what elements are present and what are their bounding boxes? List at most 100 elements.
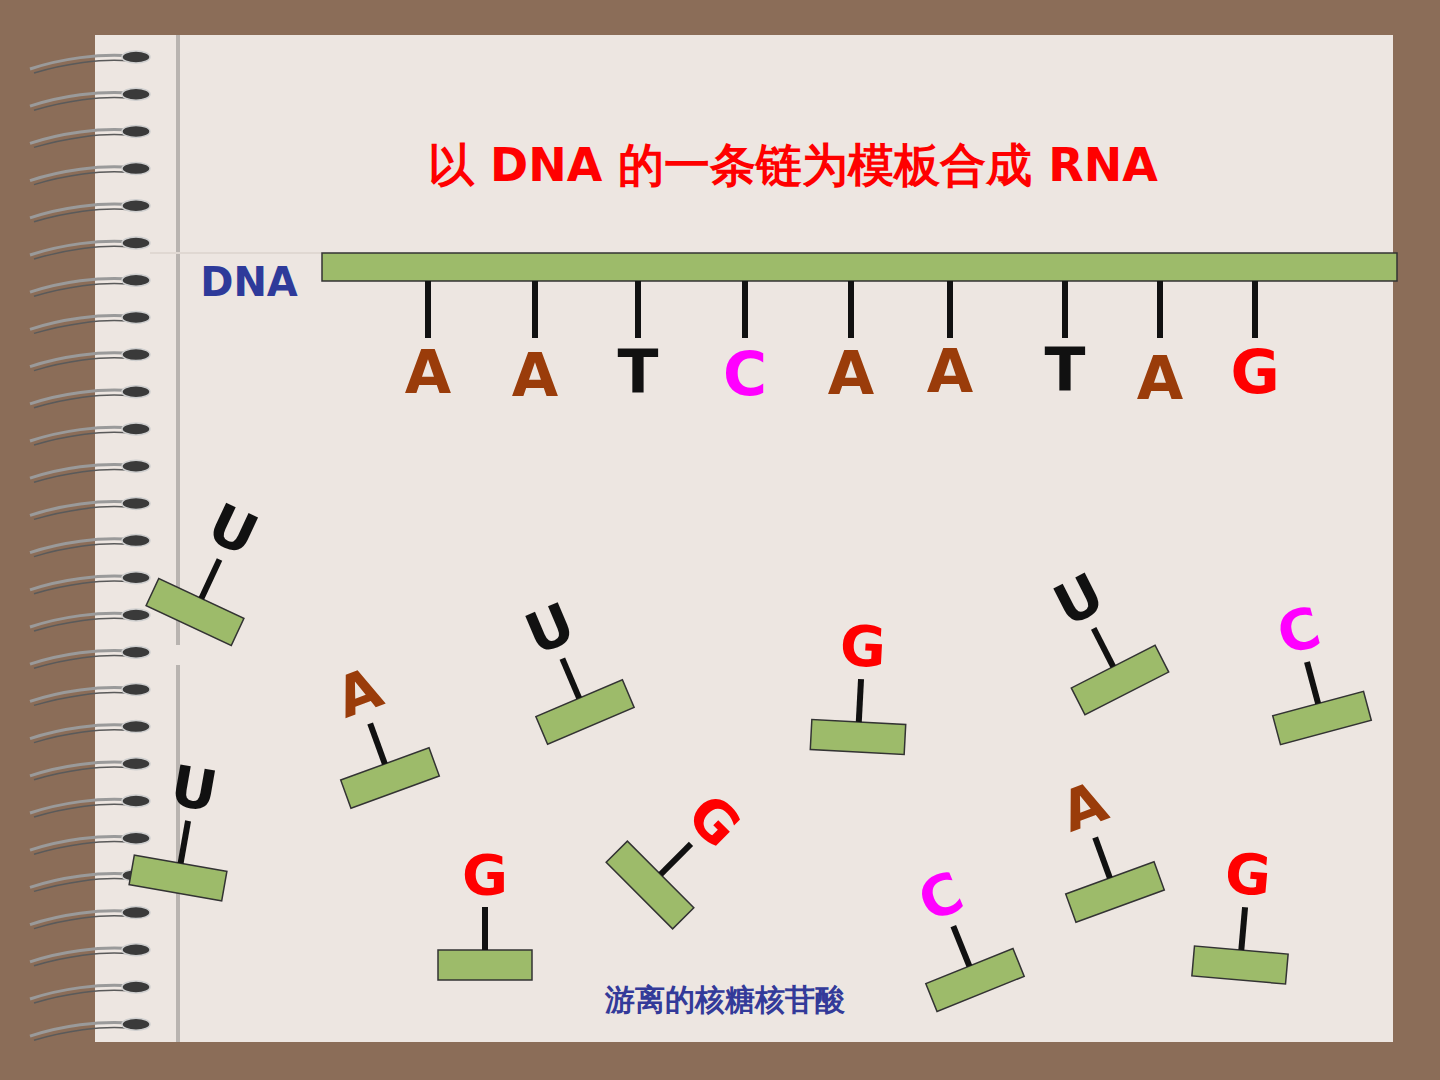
spiral-binding [30,51,150,1040]
spiral-wire [34,432,130,445]
binding-hole [122,460,150,472]
base-stem [1241,907,1245,950]
spiral-wire [34,246,130,259]
spiral-wire [34,953,130,966]
spiral-wire [34,283,130,296]
spiral-wire [34,209,130,222]
free-nucleotide [910,909,1025,1012]
base-stem [370,723,385,763]
base-stem [1157,281,1163,338]
spiral-wire [34,804,130,817]
spiral-wire [34,358,130,371]
base-stem [742,281,748,338]
base-stem [1307,662,1318,704]
ribose-phosphate [926,948,1024,1011]
nucleotide-base: G [462,847,508,903]
base-stem [947,281,953,338]
binding-hole [122,572,150,584]
ribose-phosphate [1273,691,1372,744]
paper-rule [150,252,322,254]
free-nucleotide [326,707,439,808]
dna-base: T [1045,340,1086,400]
spiral-wire [34,321,130,334]
base-stem [482,907,488,950]
spiral-wire [34,730,130,743]
spiral-wire [34,469,130,482]
ribose-phosphate [810,720,905,755]
dna-base: T [618,342,659,402]
spiral-wire [34,135,130,148]
spiral-wire [34,841,130,854]
dna-base: A [1137,348,1183,408]
ribose-phosphate [438,950,532,980]
spiral-wire [34,60,130,73]
binding-hole [122,609,150,621]
ribose-phosphate [536,680,634,744]
spiral-wire [34,618,130,631]
spiral-wire [34,767,130,780]
free-nucleotide [1192,903,1292,984]
ribose-phosphate [606,841,694,929]
dna-base: A [927,341,973,401]
nucleotide-base: U [166,758,221,821]
spiral-wire [34,544,130,557]
spiral-wire [34,990,130,1003]
margin-line [176,35,180,645]
binding-hole [122,832,150,844]
base-stem [425,281,431,338]
spiral-wire [34,693,130,706]
binding-hole [122,981,150,993]
paper-sheet [95,35,1393,1042]
base-stem [859,679,861,722]
strand-label: DNA [200,262,298,302]
ribose-phosphate [1192,946,1288,984]
ribose-phosphate [1071,645,1168,714]
ribose-phosphate [341,748,440,808]
binding-hole [122,721,150,733]
spiral-wire [34,172,130,185]
ribose-phosphate [1066,862,1165,922]
base-stem [661,844,691,874]
ribose-phosphate [146,579,244,646]
free-nucleotide [1262,650,1372,745]
binding-hole [122,944,150,956]
base-stem [848,281,854,338]
spiral-wire [34,879,130,892]
binding-hole [122,274,150,286]
binding-hole [122,646,150,658]
base-stem [1062,281,1068,338]
binding-hole [122,795,150,807]
binding-hole [122,237,150,249]
dna-base: C [723,344,767,404]
binding-hole [122,758,150,770]
binding-hole [122,386,150,398]
spiral-wire [34,1027,130,1040]
binding-hole [122,535,150,547]
spiral-wire [34,581,130,594]
free-nucleotide [129,813,234,901]
spiral-wire [34,97,130,110]
free-nucleotide [1051,821,1164,922]
binding-hole [122,1018,150,1030]
dna-backbone [322,253,1397,281]
base-stem [201,559,219,598]
binding-hole [122,163,150,175]
binding-hole [122,497,150,509]
free-nucleotide [438,907,532,980]
nucleotide-base: G [1223,845,1274,905]
base-stem [562,659,579,699]
slide-title: 以 DNA 的一条链为模板合成 RNA [428,142,1158,188]
spiral-wire [34,507,130,520]
binding-hole [122,51,150,63]
binding-hole [122,683,150,695]
base-stem [1095,837,1110,877]
binding-hole [122,907,150,919]
binding-hole [122,125,150,137]
dna-base: G [1230,342,1279,402]
base-stem [635,281,641,338]
base-stem [181,821,188,863]
binding-hole [122,349,150,361]
nucleotide-base: G [838,618,887,676]
base-stem [1094,628,1114,666]
binding-hole [122,200,150,212]
